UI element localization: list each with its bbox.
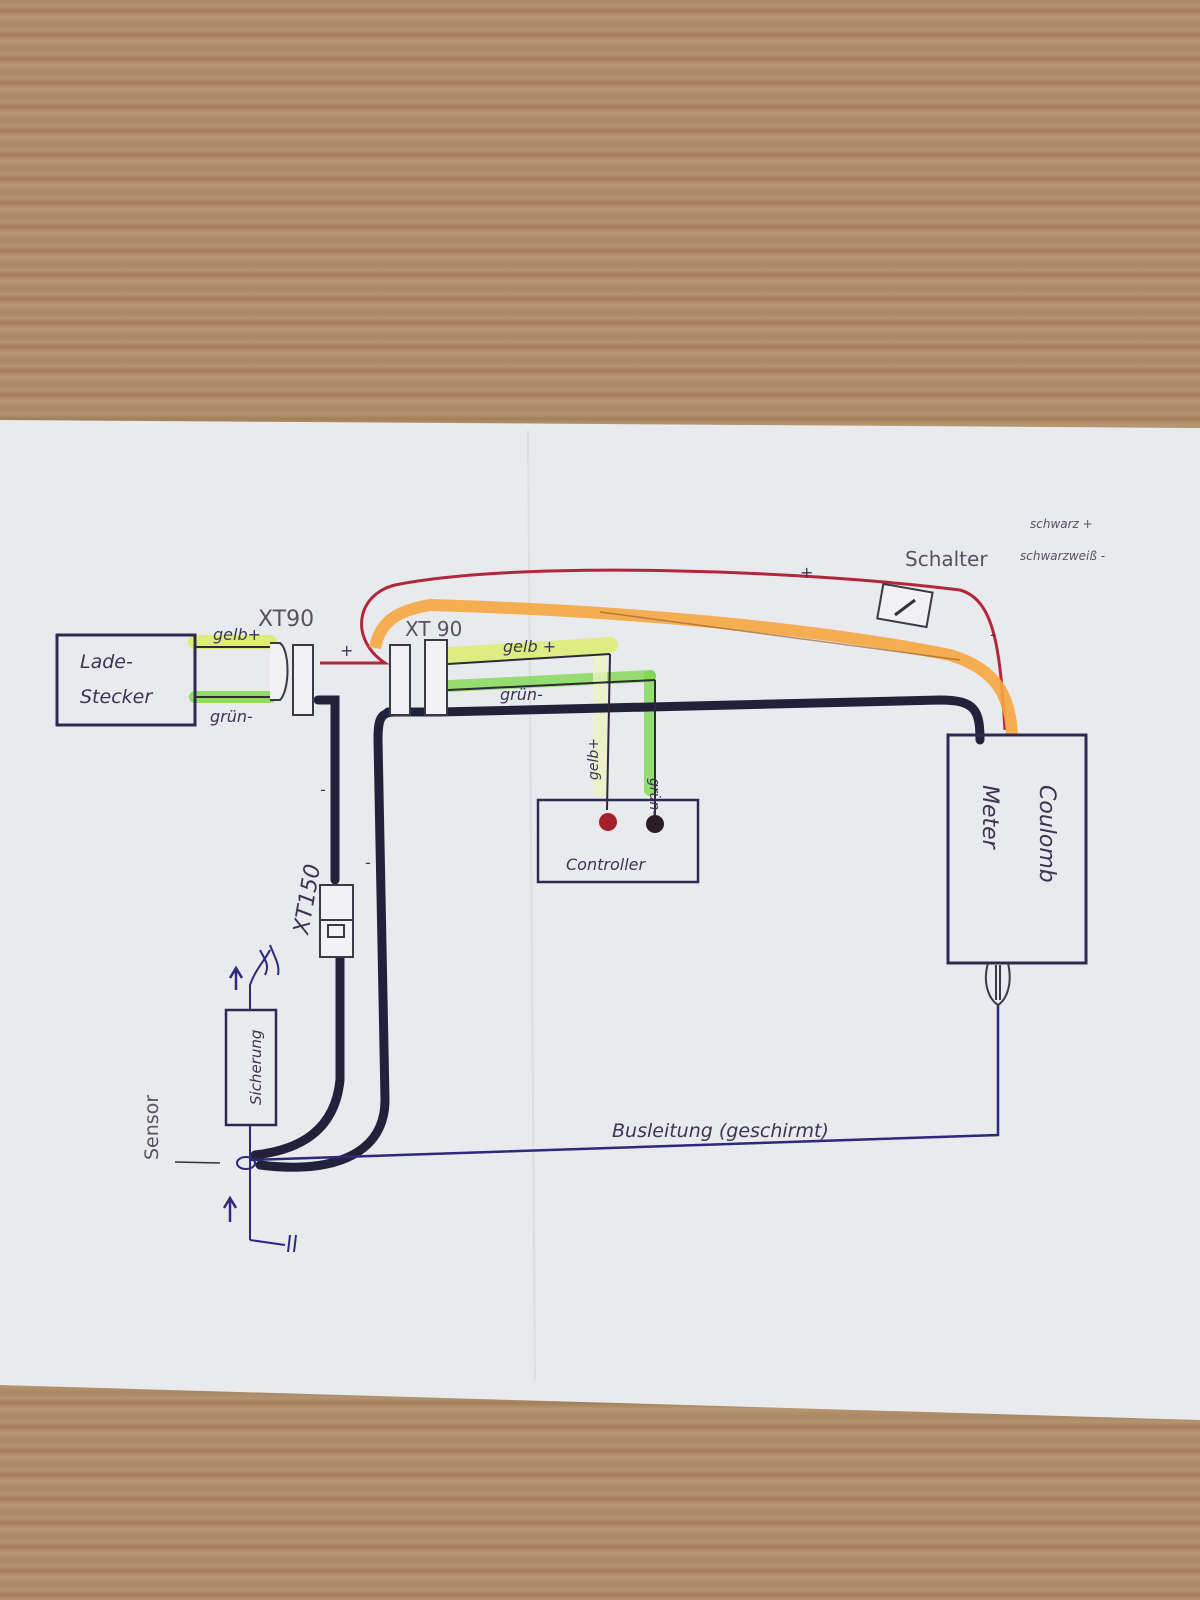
arrow-up-icon [228, 965, 244, 990]
black-wires [250, 695, 985, 1172]
minus-mark-return: - [365, 853, 371, 872]
sensor-label: Sensor [141, 1095, 163, 1160]
legend-line-1: schwarz + [1030, 517, 1093, 531]
controller-yellow-label: gelb+ [586, 738, 602, 780]
minus-mark-xt150: - [320, 780, 326, 799]
switch-label: Schalter [905, 547, 988, 571]
xt90-right-connector [389, 639, 448, 716]
controller-green-label: grün- [646, 778, 662, 815]
xt150-connector [319, 884, 354, 958]
legend-line-2: schwarzweiß - [1020, 549, 1105, 563]
charger-yellow-label: gelb+ [213, 625, 261, 644]
xt90-left-connector [270, 642, 314, 716]
plus-mark-xt90: + [340, 641, 353, 660]
coulomb-meter-label-2: Meter [977, 785, 1002, 851]
plus-mark-top: + [800, 563, 813, 582]
bus-line-label: Busleitung (geschirmt) [612, 1120, 829, 1142]
red-wire [320, 568, 1007, 731]
paper-fold [527, 429, 536, 1381]
thin-wires [195, 646, 656, 815]
charger-plug-label-2: Stecker [80, 686, 153, 708]
sensor-pointer [174, 1161, 221, 1164]
charger-plug-box [55, 633, 197, 727]
xt90-left-label: XT90 [258, 607, 314, 632]
controller-negative-terminal [646, 815, 664, 833]
fuse-lead [249, 949, 271, 1010]
bus-yellow-label: gelb + [503, 637, 556, 656]
bus-line [249, 1005, 1000, 1162]
coulomb-meter-label-1: Coulomb [1034, 785, 1059, 883]
controller-box [536, 798, 700, 884]
charger-plug-label-1: Lade- [80, 651, 133, 673]
controller-label: Controller [566, 855, 646, 874]
orange-wire [369, 598, 1018, 736]
arrow-up-icon-bottom [222, 1195, 238, 1222]
controller-positive-terminal [599, 813, 617, 831]
fuse-label: Sicherung [247, 1030, 265, 1105]
cut-wire-mark-bottom [287, 1234, 297, 1253]
sensor [236, 1156, 256, 1170]
switch [876, 582, 934, 629]
bus-green-label: grün- [500, 685, 543, 704]
coulomb-meter-box [946, 733, 1088, 965]
charger-green-label: grün- [210, 707, 253, 726]
minus-mark-switch: - [990, 625, 996, 644]
xt90-right-label: XT 90 [405, 617, 462, 641]
cut-wire-mark-top [259, 944, 280, 976]
